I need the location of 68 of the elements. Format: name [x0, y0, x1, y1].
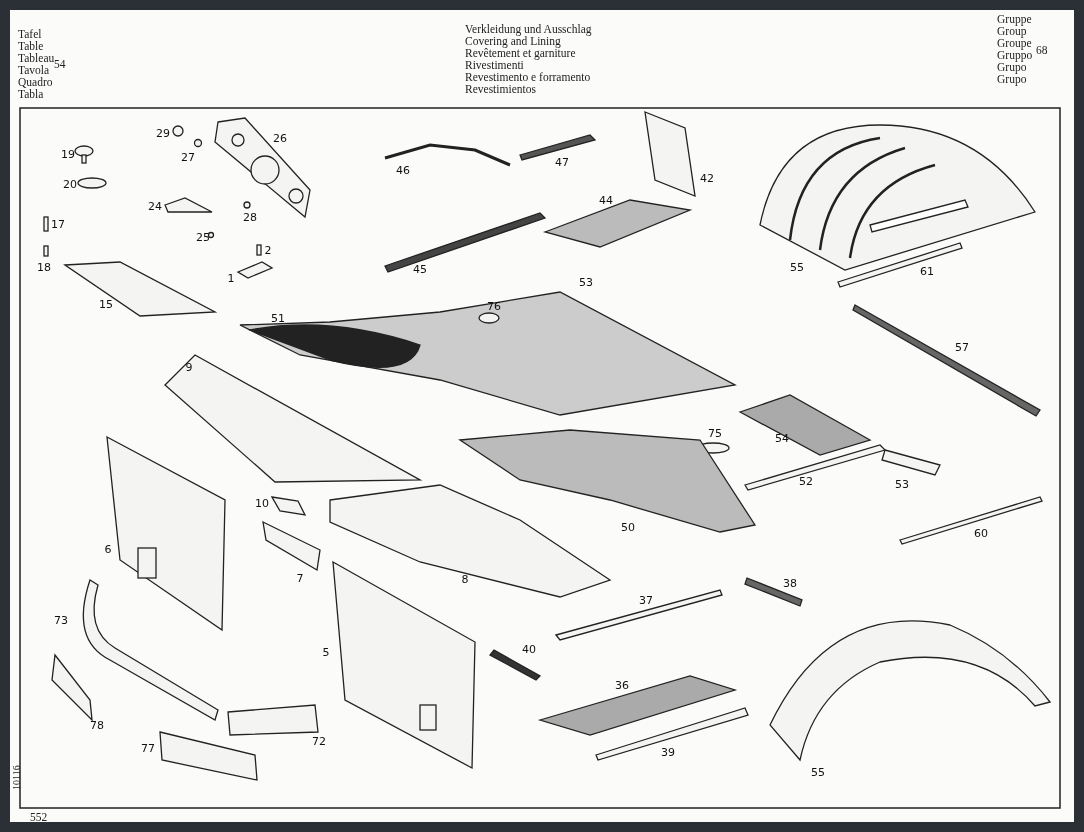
heading-text: Revêtement et garniture — [465, 48, 576, 60]
callout-number: 51 — [271, 312, 285, 324]
callout-number: 5 — [322, 646, 330, 658]
callout-number: 55 — [811, 766, 825, 778]
callout-number: 78 — [90, 719, 104, 731]
callout-number: 60 — [974, 527, 988, 539]
callout-number: 52 — [799, 475, 813, 487]
callout-number: 25 — [196, 231, 210, 243]
heading-text: Groupe — [997, 38, 1032, 50]
callout-number: 39 — [661, 746, 675, 758]
callout-number: 42 — [700, 172, 714, 184]
callout-number: 73 — [54, 614, 68, 626]
heading-text: Tafel — [18, 29, 42, 41]
heading-text: Gruppe — [997, 14, 1032, 26]
callout-number: 38 — [783, 577, 797, 589]
callout-number: 9 — [185, 361, 193, 373]
callout-number: 10 — [255, 497, 269, 509]
callout-number: 76 — [487, 300, 501, 312]
callout-number: 26 — [273, 132, 287, 144]
heading-text: Grupo — [997, 62, 1027, 74]
callout-number: 75 — [708, 427, 722, 439]
callout-number: 7 — [296, 572, 304, 584]
heading-text: Revestimientos — [465, 84, 536, 96]
callout-number: 17 — [51, 218, 65, 230]
callout-number: 40 — [522, 643, 536, 655]
callout-number: 55 — [790, 261, 804, 273]
heading-text: Tableau — [18, 53, 55, 64]
callout-number: 24 — [148, 200, 162, 212]
callout-number: 54 — [775, 432, 789, 444]
heading-text: Revestimento e forramento — [465, 72, 591, 84]
callout-number: 53 — [895, 478, 909, 490]
heading-text: Gruppo — [997, 50, 1033, 62]
heading-text: Table — [18, 41, 44, 53]
callout-number: 8 — [461, 573, 469, 585]
callout-number: 37 — [639, 594, 653, 606]
callout-number: 53 — [579, 276, 593, 288]
heading-text: Grupo — [997, 74, 1027, 86]
callout-number: 18 — [37, 261, 51, 273]
callout-number: 44 — [599, 194, 613, 206]
heading-text: Rivestimenti — [465, 60, 524, 72]
callout-number: 2 — [264, 244, 272, 256]
callout-number: 61 — [920, 265, 934, 277]
callout-number: 77 — [141, 742, 155, 754]
callout-number: 27 — [181, 151, 195, 163]
callout-number: 1 — [227, 272, 235, 284]
table-number: 54 — [54, 59, 66, 71]
callout-number: 19 — [61, 148, 75, 160]
callout-number: 36 — [615, 679, 629, 691]
heading-text: Tabla — [18, 89, 44, 101]
callout-number: 57 — [955, 341, 969, 353]
callout-number: 45 — [413, 263, 427, 275]
heading-text: Group — [997, 26, 1027, 38]
callout-number: 28 — [243, 211, 257, 223]
page-number: 552 — [30, 812, 48, 822]
group-number: 68 — [1036, 45, 1048, 57]
callout-number: 20 — [63, 178, 77, 190]
callout-number: 15 — [99, 298, 113, 310]
heading-text: Verkleidung und Ausschlag — [465, 24, 592, 36]
callout-number: 50 — [621, 521, 635, 533]
callout-number: 46 — [396, 164, 410, 176]
figure-number: 10116 — [12, 765, 22, 790]
heading-text: Quadro — [18, 77, 53, 89]
heading-text: Covering and Lining — [465, 36, 561, 48]
callout-number: 72 — [312, 735, 326, 747]
callout-number: 6 — [104, 543, 112, 555]
callout-number: 29 — [156, 127, 170, 139]
callout-number: 47 — [555, 156, 569, 168]
heading-text: Tavola — [18, 65, 50, 77]
